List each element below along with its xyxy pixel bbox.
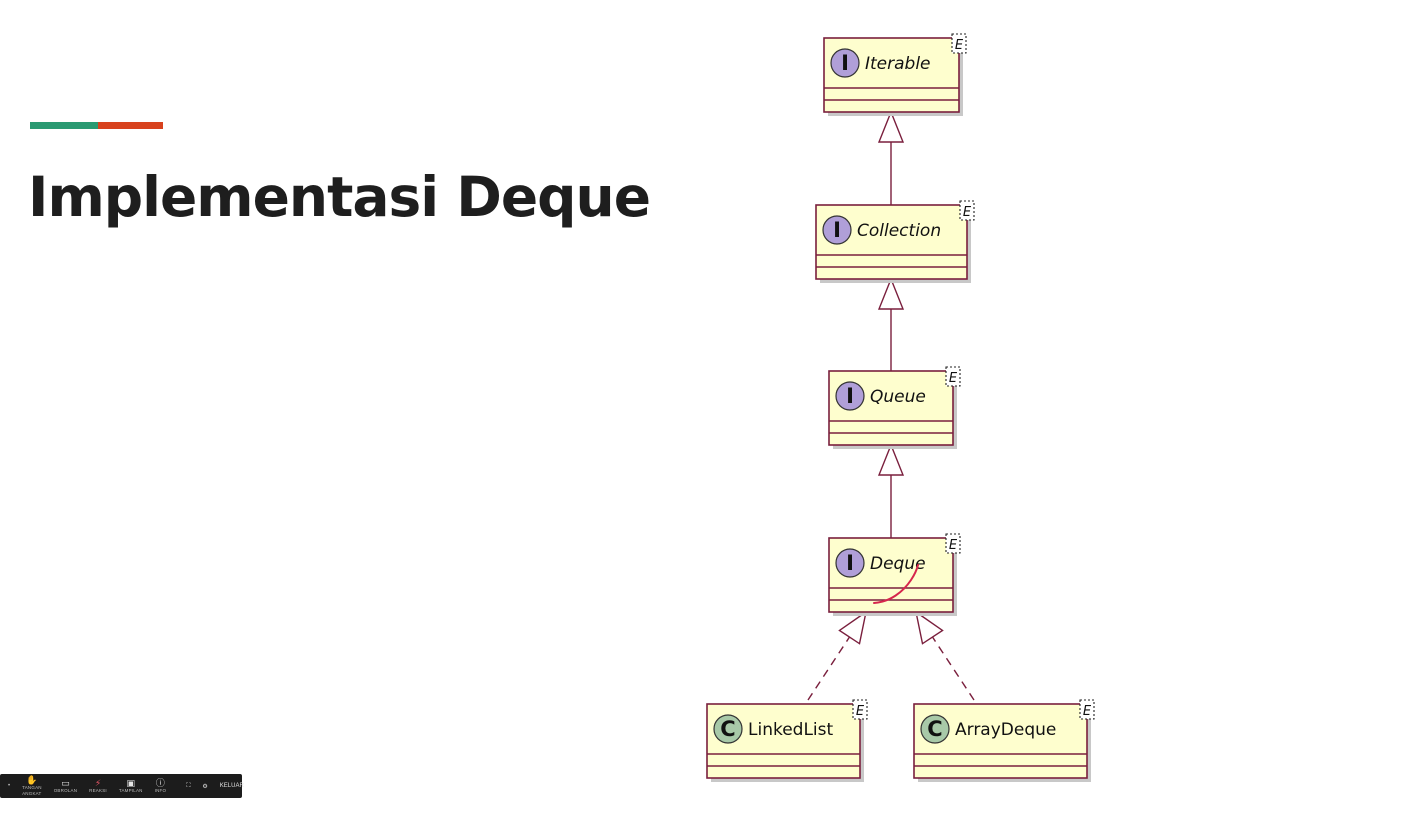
- toolbar-reactions[interactable]: ⚡ REAKSI: [89, 778, 107, 793]
- interface-icon: [835, 381, 865, 411]
- tiles-icon: ▣: [126, 778, 135, 788]
- generic-param-box: [959, 200, 975, 221]
- generic-param: E: [856, 704, 865, 719]
- class-name: Collection: [857, 221, 941, 241]
- uml-class-deque: I Deque E: [828, 533, 961, 616]
- exit-button[interactable]: KELUAR: [219, 783, 244, 789]
- uml-class-iterable: I Iterable E: [823, 33, 967, 116]
- toolbar-raise-hand[interactable]: ✋ TANGAN ANGKAT: [22, 775, 42, 796]
- inheritance-arrowhead: [877, 443, 905, 476]
- interface-icon: [835, 548, 865, 578]
- generic-param-box: [852, 699, 868, 720]
- generic-param: E: [963, 205, 972, 220]
- relation-linkedlist-deque: [807, 610, 868, 701]
- class-kind-glyph: I: [846, 551, 854, 575]
- interface-icon: [822, 215, 852, 245]
- inheritance-arrowhead: [914, 610, 944, 645]
- class-name: LinkedList: [748, 720, 834, 740]
- generic-param-box: [945, 533, 961, 554]
- relation-queue-collection: [877, 277, 905, 371]
- meeting-toolbar: • ✋ TANGAN ANGKAT ▭ OBROLAN ⚡ REAKSI ▣ T…: [0, 774, 244, 798]
- class-name: Iterable: [865, 54, 931, 74]
- class-kind-glyph: C: [720, 717, 735, 741]
- generic-param-box: [1079, 699, 1095, 720]
- class-kind-glyph: I: [846, 384, 854, 408]
- relation-deque-queue: [877, 443, 905, 538]
- raise-hand-icon: ✋: [26, 775, 38, 785]
- chat-icon: ▭: [61, 778, 70, 788]
- info-icon: ⓘ: [155, 778, 165, 788]
- reactions-icon: ⚡: [94, 778, 102, 788]
- relation-collection-iterable: [877, 110, 905, 205]
- diagram-edges: [807, 110, 975, 701]
- implements-line: [931, 636, 975, 701]
- uml-class-queue: I Queue E: [828, 366, 961, 449]
- annotation-scribble: [873, 564, 919, 604]
- inheritance-arrowhead: [838, 610, 868, 645]
- implements-line: [807, 636, 851, 701]
- toolbar-tiles[interactable]: ▣ TAMPILAN: [118, 778, 143, 793]
- generic-param: E: [949, 538, 958, 553]
- interface-icon: [830, 48, 860, 78]
- fullscreen-icon[interactable]: ⛶: [186, 782, 191, 789]
- uml-class-arraydeque: C ArrayDeque E: [913, 699, 1095, 782]
- generic-param: E: [1083, 704, 1092, 719]
- class-icon: [713, 714, 743, 744]
- inheritance-arrowhead: [877, 110, 905, 143]
- generic-param: E: [949, 371, 958, 386]
- class-name: Deque: [870, 554, 926, 574]
- generic-param-box: [951, 33, 967, 54]
- class-kind-glyph: I: [841, 51, 849, 75]
- toolbar-chat[interactable]: ▭ OBROLAN: [53, 778, 78, 793]
- accent-bar-green: [30, 122, 98, 129]
- class-name: Queue: [870, 387, 926, 407]
- chevron-left-icon[interactable]: •: [8, 783, 11, 789]
- settings-icon[interactable]: ⚙: [202, 783, 208, 790]
- class-icon: [920, 714, 950, 744]
- inheritance-arrowhead: [877, 277, 905, 310]
- toolbar-info[interactable]: ⓘ INFO: [154, 778, 167, 793]
- class-kind-glyph: I: [833, 218, 841, 242]
- relation-arraydeque-deque: [914, 610, 975, 701]
- generic-param: E: [955, 38, 964, 53]
- slide-title: Implementasi Deque: [28, 165, 651, 229]
- class-name: ArrayDeque: [955, 720, 1056, 740]
- accent-bar-orange: [98, 122, 163, 129]
- class-kind-glyph: C: [927, 717, 942, 741]
- generic-param-box: [945, 366, 961, 387]
- uml-class-linkedlist: C LinkedList E: [706, 699, 868, 782]
- uml-class-collection: I Collection E: [815, 200, 975, 283]
